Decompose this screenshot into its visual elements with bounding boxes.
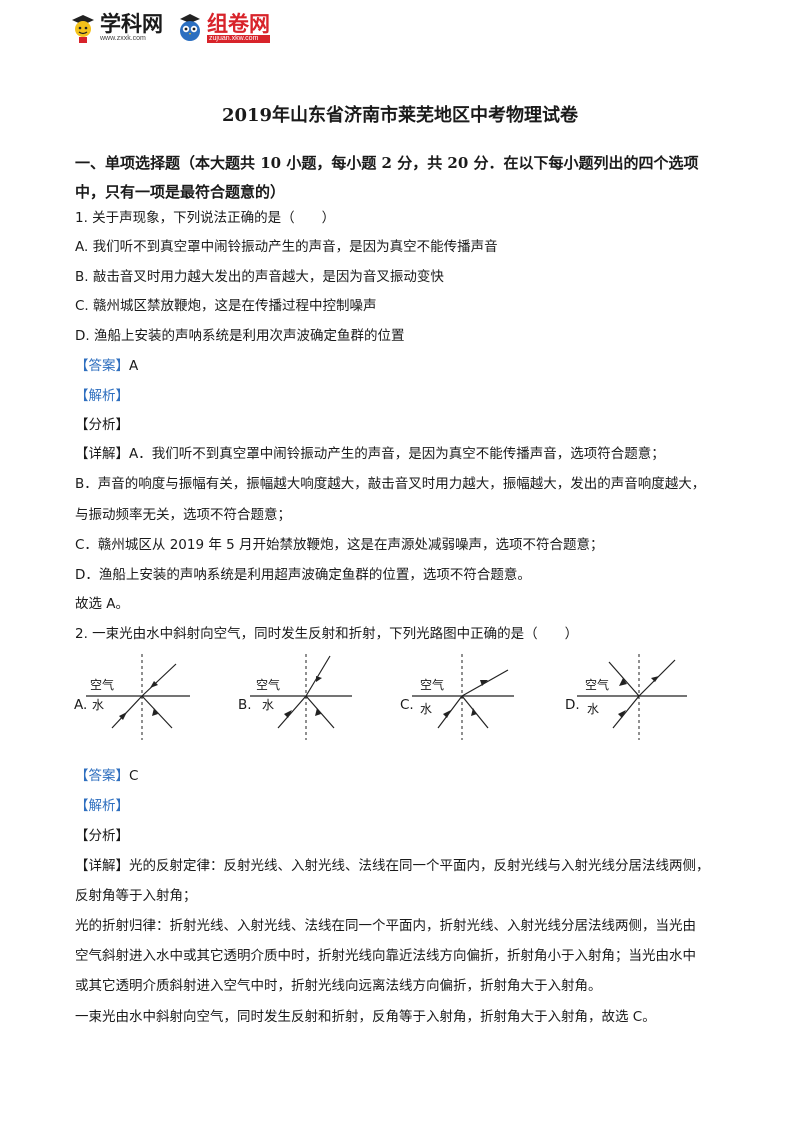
air-label: 空气 bbox=[256, 678, 281, 692]
detail-tag: 【详解】 bbox=[75, 446, 129, 462]
q1-detail-b2: 与振动频率无关，选项不符合题意； bbox=[75, 507, 291, 523]
air-label: 空气 bbox=[420, 678, 445, 692]
q2-conclusion: 一束光由水中斜射向空气，同时发生反射和折射，反角等于入射角，折射角大于入射角，故… bbox=[75, 1009, 656, 1025]
water-label: 水 bbox=[420, 702, 433, 716]
figure-letter: D. bbox=[565, 697, 580, 713]
zujuan-logo: 组卷网 zujuan.xkw.com bbox=[177, 12, 270, 44]
q1-fenxi: 【分析】 bbox=[75, 417, 129, 433]
q2-detail-1: 【详解】光的反射定律：反射光线、入射光线、法线在同一个平面内，反射光线与入射光线… bbox=[75, 857, 710, 875]
light-path-diagram-d bbox=[577, 654, 687, 740]
q2-fenxi: 【分析】 bbox=[75, 828, 129, 844]
answer-value: A bbox=[129, 358, 139, 374]
q1-answer: 【答案】A bbox=[75, 357, 138, 375]
q2-detail-4: 空气斜射进入水中或其它透明介质中时，折射光线向靠近法线方向偏折，折射角小于入射角… bbox=[75, 948, 696, 964]
q1-analysis-tag: 【解析】 bbox=[75, 388, 129, 404]
q1-option-d: D. 渔船上安装的声呐系统是利用次声波确定鱼群的位置 bbox=[75, 328, 405, 344]
answer-tag: 【答案】 bbox=[75, 358, 129, 374]
water-label: 水 bbox=[262, 698, 275, 712]
q2-figure-a: A. 空气 水 bbox=[72, 652, 192, 746]
light-path-diagram-c bbox=[412, 654, 514, 740]
q2-figure-b: B. 空气 水 bbox=[236, 652, 356, 746]
q2-stem: 2. 一束光由水中斜射向空气，同时发生反射和折射，下列光路图中正确的是（ ） bbox=[75, 626, 579, 642]
q2-detail-2: 反射角等于入射角； bbox=[75, 888, 197, 904]
zujuan-name: 组卷网 bbox=[207, 12, 270, 36]
section-heading-line1: 一、单项选择题（本大题共 10 小题，每小题 2 分，共 20 分．在以下每小题… bbox=[75, 154, 699, 172]
q1-detail-c: C．赣州城区从 2019 年 5 月开始禁放鞭炮，这是在声源处减弱噪声，选项不符… bbox=[75, 537, 604, 553]
water-label: 水 bbox=[92, 698, 105, 712]
light-path-diagram-a bbox=[86, 654, 190, 740]
owl-mascot-icon bbox=[180, 14, 200, 41]
detail-tag: 【详解】 bbox=[75, 858, 129, 874]
q1-conclusion: 故选 A。 bbox=[75, 596, 130, 612]
q2-analysis-tag: 【解析】 bbox=[75, 798, 129, 814]
figure-letter: A. bbox=[74, 697, 88, 713]
air-label: 空气 bbox=[585, 678, 610, 692]
q2-detail-3: 光的折射归律：折射光线、入射光线、法线在同一个平面内，折射光线、入射光线分居法线… bbox=[75, 918, 696, 934]
q1-option-a: A. 我们听不到真空罩中闹铃振动产生的声音，是因为真空不能传播声音 bbox=[75, 239, 498, 255]
answer-tag: 【答案】 bbox=[75, 768, 129, 784]
zujuan-url: zujuan.xkw.com bbox=[207, 34, 270, 43]
detail-text: A．我们听不到真空罩中闹铃振动产生的声音，是因为真空不能传播声音，选项符合题意； bbox=[129, 446, 665, 462]
q1-option-c: C. 赣州城区禁放鞭炮，这是在传播过程中控制噪声 bbox=[75, 298, 377, 314]
water-label: 水 bbox=[587, 702, 600, 716]
answer-value: C bbox=[129, 768, 139, 784]
figure-letter: B. bbox=[238, 697, 252, 713]
q1-stem: 1. 关于声现象，下列说法正确的是（ ） bbox=[75, 210, 336, 226]
header-logos: 学科网 www.zxxk.com 组卷网 zujuan.xkw.com bbox=[70, 8, 270, 48]
zxxk-name: 学科网 bbox=[100, 12, 163, 36]
detail-text: 光的反射定律：反射光线、入射光线、法线在同一个平面内，反射光线与入射光线分居法线… bbox=[129, 858, 710, 874]
exam-title: 2019年山东省济南市莱芜地区中考物理试卷 bbox=[221, 105, 579, 126]
q2-figure-c: C. 空气 水 bbox=[398, 652, 518, 746]
q1-detail-b: B．声音的响度与振幅有关，振幅越大响度越大，敲击音叉时用力越大，振幅越大，发出的… bbox=[75, 476, 706, 492]
q1-option-b: B. 敲击音叉时用力越大发出的声音越大，是因为音叉振动变快 bbox=[75, 269, 444, 285]
q1-detail-d: D．渔船上安装的声呐系统是利用超声波确定鱼群的位置，选项不符合题意。 bbox=[75, 567, 531, 583]
figure-letter: C. bbox=[400, 697, 414, 713]
light-path-diagram-b bbox=[250, 654, 352, 740]
graduate-mascot-icon bbox=[72, 15, 94, 43]
q1-detail-a: 【详解】A．我们听不到真空罩中闹铃振动产生的声音，是因为真空不能传播声音，选项符… bbox=[75, 445, 665, 463]
zxxk-logo: 学科网 www.zxxk.com bbox=[70, 12, 163, 44]
air-label: 空气 bbox=[90, 678, 115, 692]
q2-answer: 【答案】C bbox=[75, 767, 138, 785]
zxxk-url: www.zxxk.com bbox=[100, 34, 146, 42]
section-heading-line2: 中，只有一项是最符合题意的） bbox=[75, 183, 286, 201]
q2-detail-5: 或其它透明介质斜射进入空气中时，折射光线向远离法线方向偏折，折射角大于入射角。 bbox=[75, 978, 602, 994]
q2-figure-d: D. 空气 水 bbox=[563, 652, 693, 746]
